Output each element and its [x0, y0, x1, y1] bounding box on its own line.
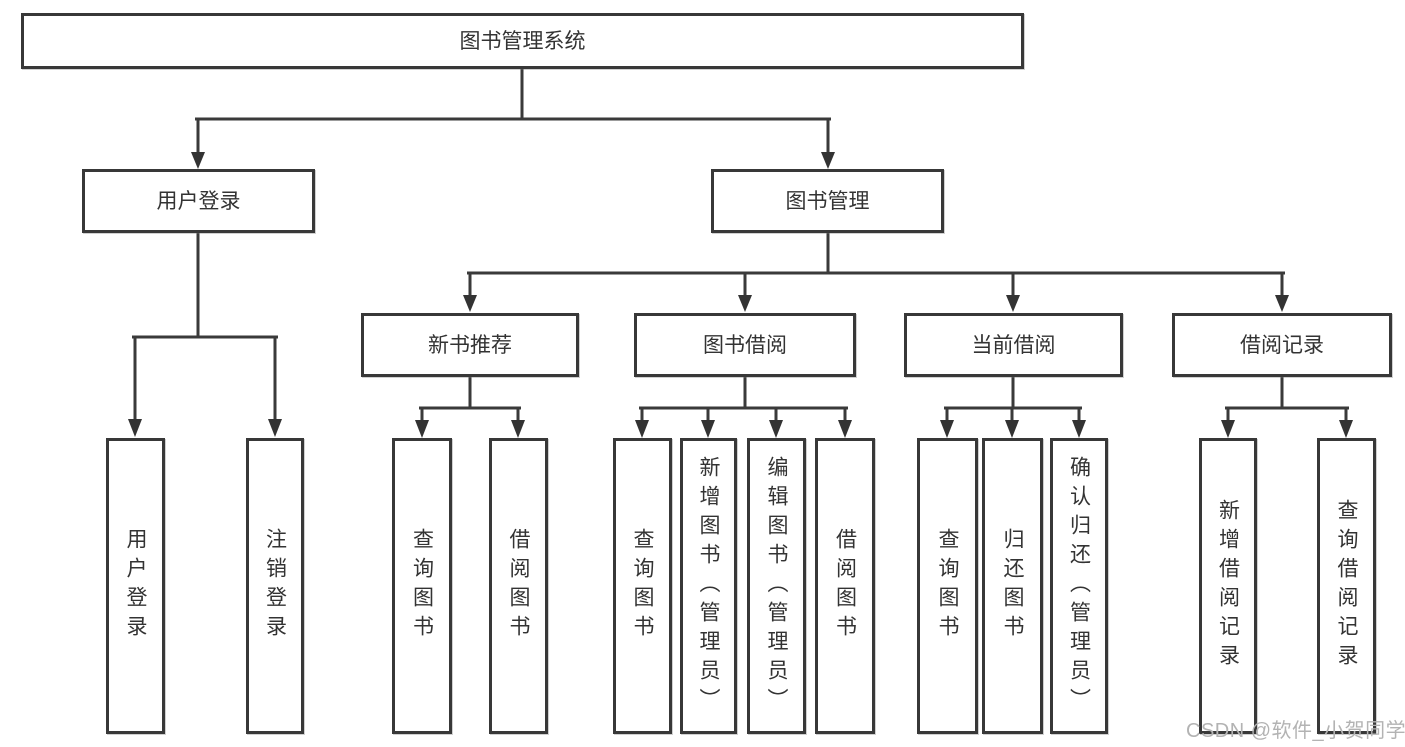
node-label: 借阅图书: [833, 528, 857, 644]
arrowhead: [1221, 420, 1235, 438]
connector-book-management-to-level3: [463, 231, 1289, 312]
connector-user-login-to-leaves: [128, 231, 282, 437]
node-label: 查询图书: [631, 528, 654, 644]
connector-book-borrowing-to-leaves: [635, 375, 852, 438]
node-label: 确认归还（管理员）: [1067, 455, 1091, 717]
leaf-logout: 注销登录: [246, 438, 304, 734]
arrowhead: [821, 152, 835, 169]
arrowhead: [511, 420, 525, 438]
node-label: 注销登录: [263, 528, 287, 644]
node-label: 图书管理系统: [459, 29, 586, 53]
node-label: 当前借阅: [971, 333, 1056, 357]
leaf-query-books-current: 查询图书: [917, 438, 978, 734]
leaf-borrow-books: 借阅图书: [815, 438, 875, 734]
arrowhead: [1006, 295, 1020, 312]
node-label: 查询图书: [936, 528, 959, 644]
arrowhead: [838, 420, 852, 438]
leaf-query-borrow-record: 查询借阅记录: [1317, 438, 1376, 734]
arrowhead: [1275, 295, 1289, 312]
node-label: 用户登录: [156, 189, 241, 213]
leaf-return-books: 归还图书: [982, 438, 1043, 734]
node-label: 新增借阅记录: [1216, 499, 1240, 673]
arrowhead: [128, 419, 142, 437]
node-label: 归还图书: [1001, 528, 1024, 644]
arrowhead: [1339, 420, 1353, 438]
node-book-management: 图书管理: [711, 169, 944, 233]
arrowhead: [463, 295, 477, 312]
arrowhead: [940, 420, 954, 438]
node-label: 查询借阅记录: [1335, 499, 1358, 673]
node-borrowing-records: 借阅记录: [1172, 313, 1392, 377]
leaf-borrow-books-recommend: 借阅图书: [489, 438, 548, 734]
arrowhead: [1072, 420, 1086, 438]
arrowhead: [769, 420, 783, 438]
node-label: 新增图书（管理员）: [697, 455, 720, 717]
node-label: 借阅记录: [1240, 333, 1324, 357]
arrowhead: [191, 152, 205, 169]
arrowhead: [415, 420, 429, 438]
leaf-user-login: 用户登录: [106, 438, 165, 734]
connector-borrowing-records-to-leaves: [1221, 375, 1353, 438]
arrowhead: [635, 420, 649, 438]
arrowhead: [738, 295, 752, 312]
node-user-login: 用户登录: [82, 169, 315, 233]
leaf-query-books-recommend: 查询图书: [392, 438, 452, 734]
csdn-watermark: CSDN @软件_小贺同学: [1186, 720, 1405, 742]
leaf-query-books-borrowing: 查询图书: [613, 438, 672, 734]
node-label: 查询图书: [410, 528, 434, 644]
node-label: 编辑图书（管理员）: [765, 455, 788, 717]
node-label: 图书借阅: [703, 333, 787, 357]
node-book-borrowing: 图书借阅: [634, 313, 856, 377]
leaf-add-books-admin: 新增图书（管理员）: [680, 438, 737, 734]
arrowhead: [268, 419, 282, 437]
connector-new-book-to-leaves: [415, 375, 525, 438]
node-label: 用户登录: [124, 528, 147, 644]
connector-root-to-level2: [191, 67, 835, 169]
arrowhead: [1005, 420, 1019, 438]
node-label: 图书管理: [785, 189, 870, 213]
node-label: 借阅图书: [507, 528, 530, 644]
node-label: 新书推荐: [428, 333, 512, 357]
connector-current-borrowing-to-leaves: [940, 375, 1086, 438]
node-current-borrowing: 当前借阅: [904, 313, 1123, 377]
leaf-edit-books-admin: 编辑图书（管理员）: [747, 438, 806, 734]
node-system-root: 图书管理系统: [21, 13, 1024, 69]
leaf-confirm-return-admin: 确认归还（管理员）: [1050, 438, 1108, 734]
arrowhead: [701, 420, 715, 438]
leaf-add-borrow-record: 新增借阅记录: [1199, 438, 1257, 734]
node-new-book-recommend: 新书推荐: [361, 313, 579, 377]
